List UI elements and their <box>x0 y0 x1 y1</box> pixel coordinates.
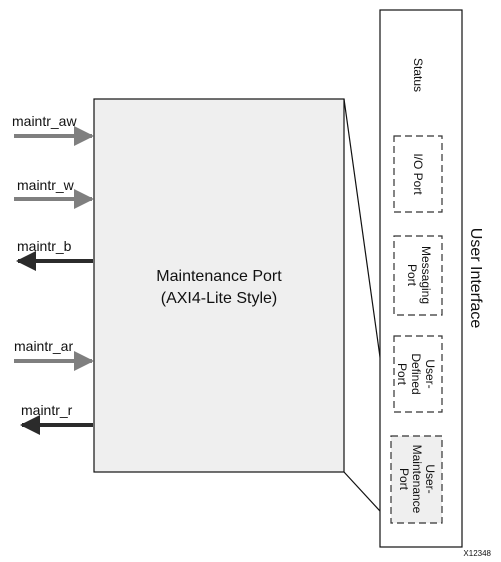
messaging-port-label-line2: Port <box>405 264 419 287</box>
messaging-port-box <box>393 235 443 316</box>
user-defined-port-label-line3: Port <box>395 363 409 386</box>
signal-label-aw: maintr_aw <box>12 113 77 129</box>
user-maintenance-port-label-line1: User- <box>423 464 437 493</box>
io-port-box <box>393 135 443 213</box>
signal-label-ar: maintr_ar <box>14 338 73 354</box>
status-label: Status <box>411 58 425 92</box>
io-port-label: I/O Port <box>411 153 425 195</box>
user-maintenance-port-label-line2: Maintenance <box>410 445 424 514</box>
maintenance-port-subtitle: (AXI4-Lite Style) <box>161 290 277 307</box>
user-defined-port-label-line2: Defined <box>409 353 423 394</box>
user-defined-port-box <box>393 335 443 413</box>
maintenance-port-block <box>93 98 345 473</box>
signal-label-b: maintr_b <box>17 238 72 254</box>
user-maintenance-port-box <box>390 435 443 524</box>
signal-label-r: maintr_r <box>21 402 73 418</box>
user-defined-port-label-line1: User- <box>423 359 437 388</box>
signal-label-w: maintr_w <box>17 177 75 193</box>
figure-id: X12348 <box>463 549 491 558</box>
user-interface-title: User Interface <box>467 228 484 329</box>
user-maintenance-port-label-line3: Port <box>397 468 411 491</box>
messaging-port-label-line1: Messaging <box>419 246 433 304</box>
maintenance-port-title: Maintenance Port <box>156 268 282 285</box>
